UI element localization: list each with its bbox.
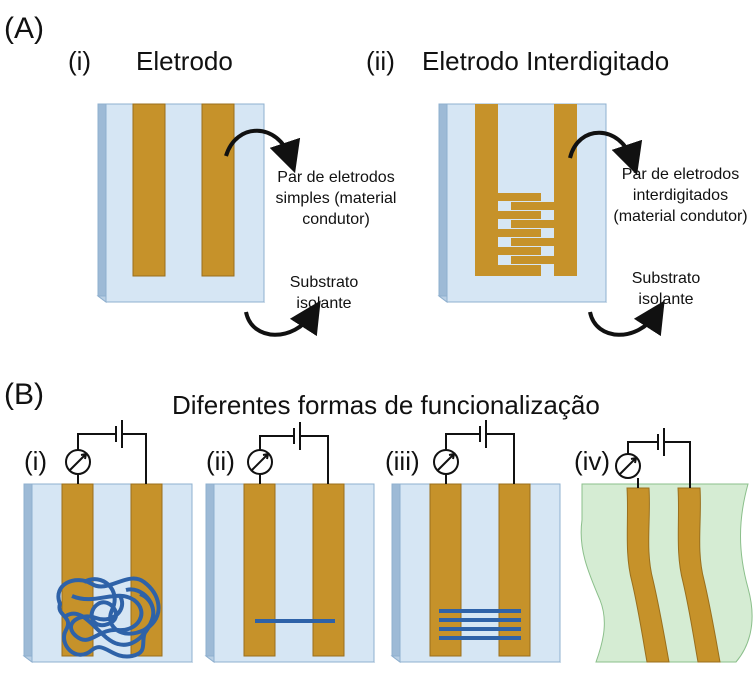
panel-b-iii-numeral: (iii) [385, 446, 420, 476]
panel-a-i-title: Eletrodo [136, 46, 233, 76]
circuit-b-iii [433, 420, 515, 484]
electrode-note-a-i: Par de eletrodos simples (material condu… [275, 169, 397, 228]
electrode-note-a-ii: Par de eletrodos interdigitados (materia… [613, 166, 748, 225]
panel-b-iv-numeral: (iv) [574, 446, 611, 476]
electrode-a-i-left [132, 103, 166, 277]
arrow-a-i-substrate [244, 300, 321, 337]
substrate-b-iii [390, 483, 562, 663]
electrode-b-iv-left [626, 487, 670, 663]
panel-b-title: Diferentes formas de funcionalização [172, 390, 600, 420]
substrate-a-i [96, 103, 266, 303]
panel-a-letter: (A) [4, 12, 44, 45]
flexible-substrate-b-iv [580, 483, 753, 663]
circuit-b-i [65, 420, 147, 484]
arrow-a-i-electrode [224, 128, 301, 174]
parallel-nanowires-b-iii [439, 609, 521, 640]
panel-a-i-numeral: (i) [68, 46, 92, 76]
substrate-note-a-i: Substrato isolante [289, 274, 359, 312]
panel-a-ii-title: Eletrodo Interdigitado [422, 46, 670, 76]
panel-b-ii-numeral: (ii) [206, 446, 235, 476]
electrode-b-ii-right [312, 483, 345, 657]
panel-a-ii-numeral: (ii) [366, 46, 395, 76]
panel-b-letter: (B) [4, 378, 44, 411]
electrode-b-ii-left [243, 483, 276, 657]
electrode-b-iv-right [677, 487, 721, 663]
circuit-b-ii [247, 422, 329, 484]
arrow-a-ii-electrode [568, 130, 643, 176]
substrate-note-a-ii: Substrato isolante [631, 270, 701, 308]
nanowire-network-b-i [56, 576, 161, 659]
arrow-a-ii-substrate [588, 300, 665, 337]
panel-b-i-numeral: (i) [24, 446, 48, 476]
substrate-b-i [22, 483, 194, 663]
circuit-b-iv [615, 428, 691, 488]
electrode-a-i-right [201, 103, 235, 277]
substrate-b-ii [204, 483, 376, 663]
interdigitated-electrode-right [511, 104, 577, 276]
interdigitated-electrode-left [475, 104, 541, 276]
